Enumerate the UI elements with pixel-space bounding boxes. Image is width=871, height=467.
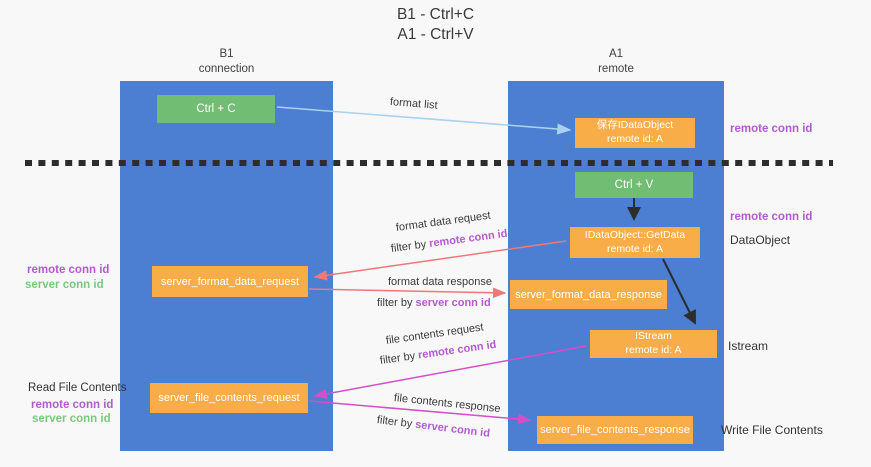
server-conn-id-annotation-left-1: server conn id: [25, 279, 104, 291]
server-format-data-response-node: server_format_data_response: [510, 280, 667, 309]
lane-header-a1: A1 remote: [508, 47, 724, 77]
istream-line1: IStream: [635, 330, 672, 343]
dataobject-annotation: DataObject: [730, 233, 791, 247]
server-format-data-request-node: server_format_data_request: [152, 266, 308, 297]
title-line-2: A1 - Ctrl+V: [397, 26, 474, 44]
ctrl-v-node: Ctrl + V: [575, 172, 693, 198]
lane-b1-title: B1: [219, 48, 234, 60]
format-data-response-arrow: [308, 287, 507, 299]
getdata-line1: IDataObject::GetData: [584, 228, 686, 241]
ctrl-v-label: Ctrl + V: [614, 179, 654, 191]
format-list-arrow: [276, 106, 572, 135]
remote-conn-id-annotation-left-1: remote conn id: [27, 264, 110, 276]
istream-line2: remote id: A: [625, 344, 682, 356]
server-format-data-response-label: server_format_data_response: [515, 288, 662, 301]
getdata-line2: remote id: A: [606, 242, 664, 255]
istream-annotation: Istream: [728, 339, 769, 353]
file-contents-response-arrow: [308, 400, 532, 425]
server-conn-id-keyword: server conn id: [415, 297, 491, 309]
title-line-1: B1 - Ctrl+C: [396, 6, 475, 23]
read-file-contents-annotation: Read File Contents: [28, 382, 127, 394]
istream-node: IStream remote id: A: [590, 330, 717, 358]
remote-conn-id-annotation-top-right: remote conn id: [730, 123, 813, 135]
lane-header-b1: B1 connection: [120, 47, 333, 77]
server-file-contents-request-label: server_file_contents_request: [158, 392, 300, 404]
server-file-contents-response-label: server_file_contents_response: [540, 424, 690, 436]
save-idataobject-line1: 保存IDataObject: [596, 119, 674, 132]
idataobject-getdata-node: IDataObject::GetData remote id: A: [570, 227, 700, 258]
remote-conn-id-annotation-right: remote conn id: [730, 211, 813, 223]
diagram-title: B1 - Ctrl+C A1 - Ctrl+V: [0, 5, 871, 46]
lane-a1-subtitle: remote: [598, 62, 634, 75]
write-file-contents-annotation: Write File Contents: [721, 423, 823, 437]
format-data-request-arrow: [313, 240, 567, 281]
getdata-to-istream-arrow: [662, 258, 696, 325]
lane-a1-title: A1: [608, 48, 624, 60]
server-file-contents-response-node: server_file_contents_response: [537, 416, 693, 444]
save-idataobject-line2: remote id: A: [606, 133, 664, 145]
ctrl-c-node: Ctrl + C: [157, 95, 275, 123]
server-format-data-request-label: server_format_data_request: [160, 275, 300, 288]
ctrl-c-label: Ctrl + C: [196, 103, 236, 115]
filter-by-text: filter by: [377, 297, 416, 309]
server-file-contents-request-node: server_file_contents_request: [150, 383, 308, 413]
lane-b1-subtitle: connection: [198, 62, 255, 75]
file-contents-request-arrow: [313, 345, 587, 399]
save-idataobject-node: 保存IDataObject remote id: A: [575, 118, 695, 148]
format-data-response-label: format data response: [388, 276, 492, 288]
server-conn-id-annotation-left-2: server conn id: [32, 413, 111, 425]
format-data-response-filter-label: filter by server conn id: [377, 297, 491, 309]
remote-conn-id-annotation-left-2: remote conn id: [31, 399, 114, 411]
